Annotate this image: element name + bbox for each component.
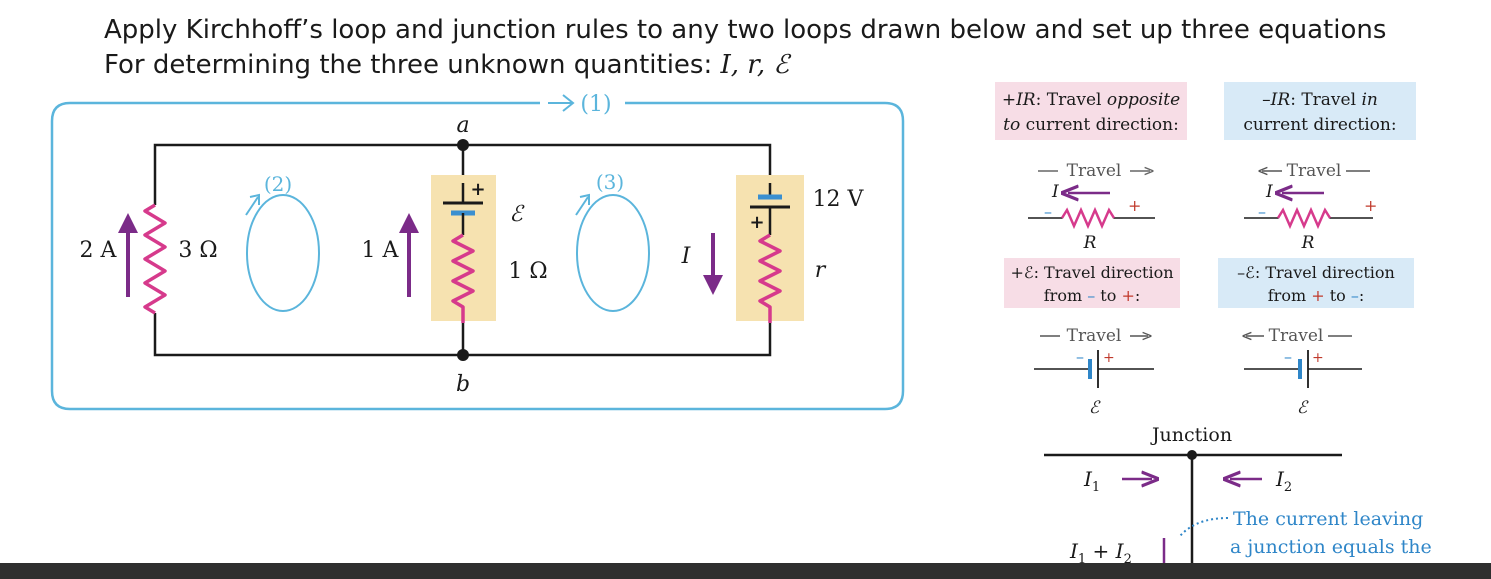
battery-plus-2: +: [1312, 350, 1324, 366]
junction-sum: I1 + I2: [1069, 539, 1132, 567]
emf-plus-box: [1004, 258, 1180, 308]
junction-i2: I2: [1275, 467, 1292, 495]
right-current-label: I: [681, 244, 692, 269]
loop-1-label: (1): [580, 92, 611, 117]
ir-in-box: [1224, 82, 1416, 140]
circuit-diagram: (1) 2 A 3 Ω (2) + a b 1 A ℰ 1 Ω (3) I + …: [50, 92, 905, 411]
heading-unknowns: I, r, ℰ: [720, 50, 790, 80]
left-resistor-label: 3 Ω: [178, 238, 217, 263]
ir-opposite-box: [995, 82, 1187, 140]
loop-3-arrow-icon: [575, 193, 590, 216]
emf-plus-line1: +ℰ: Travel direction: [1010, 263, 1173, 282]
emf-minus-box: [1218, 258, 1414, 308]
loop-1-arrow-icon: [548, 94, 575, 112]
junction-pointer-dotted: [1179, 517, 1229, 537]
right-internal-resistor: [758, 233, 782, 323]
node-a-label: a: [456, 113, 469, 138]
heading-line2: For determining the three unknown quanti…: [104, 50, 789, 80]
emf-plus-line2: from – to +:: [1044, 286, 1141, 305]
junction-node: [1187, 450, 1197, 460]
ir-opposite-line1: +IR: Travel opposite: [1002, 90, 1180, 110]
emf-label-2: ℰ: [1297, 398, 1309, 418]
right-battery-plus: +: [749, 212, 764, 233]
plus-sign-2: +: [1364, 196, 1377, 215]
emf-minus-line1: –ℰ: Travel direction: [1237, 263, 1395, 282]
battery-minus-2: –: [1284, 347, 1292, 366]
loop-2-arrow-icon: [245, 193, 260, 216]
ir-in-line2: current direction:: [1243, 115, 1396, 135]
travel-label-1: Travel: [1067, 161, 1122, 181]
node-b-label: b: [456, 372, 470, 397]
junction-title: Junction: [1150, 424, 1232, 446]
left-resistor: [143, 203, 167, 315]
middle-resistor: [451, 233, 475, 323]
middle-resistor-label: 1 Ω: [508, 259, 547, 284]
loop-3-label: (3): [596, 170, 624, 194]
heading-line1: Apply Kirchhoff’s loop and junction rule…: [104, 15, 1387, 45]
loop-2-label: (2): [264, 172, 292, 196]
minus-sign-2: –: [1258, 202, 1266, 221]
sign-rules-diagram: +IR: Travel opposite to current directio…: [995, 82, 1432, 568]
middle-emf-label: ℰ: [509, 202, 525, 227]
resistor-label-2: R: [1301, 233, 1315, 253]
left-current-label: 2 A: [80, 238, 118, 263]
plus-sign-1: +: [1128, 196, 1141, 215]
resistor-label-1: R: [1083, 233, 1097, 253]
loop-2-ellipse: [246, 194, 320, 312]
battery-plus-1: +: [1103, 350, 1115, 366]
ir-opposite-line2: to current direction:: [1003, 115, 1179, 135]
travel-label-4: Travel: [1269, 326, 1324, 346]
ir-in-line1: –IR: Travel in: [1262, 90, 1378, 110]
node-a: [457, 139, 469, 151]
current-label-2: I: [1265, 182, 1273, 202]
travel-label-3: Travel: [1067, 326, 1122, 346]
loop-3-ellipse: [576, 194, 650, 312]
travel-label-2: Travel: [1287, 161, 1342, 181]
current-label-1: I: [1051, 182, 1059, 202]
battery-minus-1: –: [1076, 347, 1084, 366]
minus-sign-1: –: [1044, 202, 1052, 221]
heading-line2-text: For determining the three unknown quanti…: [104, 50, 721, 80]
loop-1-outline: [50, 101, 905, 411]
battery-voltage-label: 12 V: [813, 187, 865, 212]
node-b: [457, 349, 469, 361]
junction-note-line2: a junction equals the: [1230, 536, 1432, 558]
bottom-bar: [0, 563, 1491, 579]
internal-resistance-label: r: [815, 258, 827, 283]
emf-label-1: ℰ: [1089, 398, 1101, 418]
middle-emf-plus: +: [470, 179, 485, 200]
junction-note-line1: The current leaving: [1233, 508, 1423, 530]
emf-minus-line2: from + to –:: [1268, 286, 1365, 305]
junction-i1: I1: [1083, 467, 1100, 495]
middle-current-label: 1 A: [362, 238, 400, 263]
